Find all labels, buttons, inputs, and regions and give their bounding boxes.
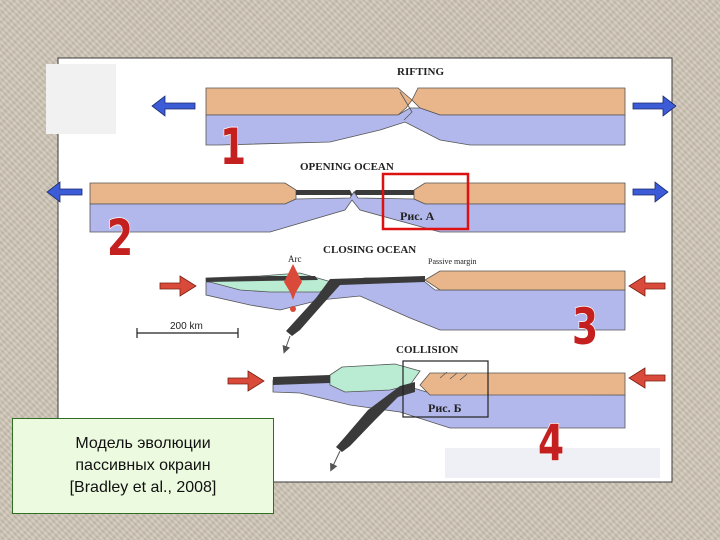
stage-rifting: RIFTING <box>205 66 626 146</box>
rift-fault <box>399 91 413 121</box>
continental-crust-left <box>89 182 297 205</box>
caption-box: Модель эволюции пассивных окраин [Bradle… <box>12 418 274 514</box>
mantle-lithosphere <box>89 191 626 233</box>
stage-opening-ocean: OPENING OCEAN Рис. А <box>89 161 626 233</box>
highlight-box-fig-b <box>402 360 489 418</box>
stage-title-collision: COLLISION <box>396 344 458 356</box>
step-number-3: 3 <box>572 299 598 357</box>
mantle-lithosphere <box>205 107 626 146</box>
arrow-compression-right <box>628 275 666 297</box>
stage-title-opening: OPENING OCEAN <box>300 161 394 173</box>
subducting-slab <box>286 276 425 336</box>
label-arc: Arc <box>288 254 302 264</box>
label-fig-b: Рис. Б <box>428 401 462 415</box>
continental-crust-right <box>413 182 626 205</box>
subducting-slab <box>336 382 415 452</box>
step-number-4: 4 <box>538 415 564 473</box>
scale-bar: 200 km <box>136 321 239 338</box>
stage-title-rifting: RIFTING <box>397 66 445 78</box>
highlight-box-fig-a <box>381 172 470 231</box>
caption-line-1: Модель эволюции <box>75 435 211 452</box>
label-passive-margin: Passive margin <box>428 257 477 266</box>
suture-hatching <box>439 371 468 381</box>
arc-magma <box>284 264 302 300</box>
arrow-compression-left-2 <box>227 370 265 392</box>
continental-crust <box>424 270 626 291</box>
corner-smudge <box>46 64 116 134</box>
oceanic-crust <box>273 375 330 385</box>
arrow-compression-left <box>159 275 197 297</box>
continental-crust-left <box>205 87 413 116</box>
arrow-extension-left-2 <box>46 181 83 203</box>
stage-title-closing: CLOSING OCEAN <box>323 244 416 256</box>
caption-line-2: пассивных окраин <box>75 457 211 474</box>
label-fig-a: Рис. А <box>400 209 435 223</box>
slab-tip-arrow <box>330 450 341 472</box>
step-number-2: 2 <box>107 210 133 268</box>
stage-closing-ocean: Arc Passive margin CLOSING OCEAN <box>205 244 626 354</box>
stage-collision: Рис. Б COLLISION <box>272 344 626 472</box>
arrow-extension-right-2 <box>632 181 669 203</box>
arrow-extension-left <box>151 95 196 117</box>
arc-magma-drop <box>290 306 296 312</box>
slab-tip-arrow <box>282 335 291 354</box>
continental-crust <box>419 372 626 396</box>
caption-citation: [Bradley et al., 2008] <box>69 479 217 496</box>
continental-crust-right <box>411 87 626 116</box>
corner-smudge-bottom <box>445 448 660 478</box>
arrow-extension-right <box>632 95 677 117</box>
arrow-compression-right-2 <box>628 367 666 389</box>
scale-bar-label: 200 km <box>170 321 203 332</box>
step-number-1: 1 <box>220 119 246 177</box>
